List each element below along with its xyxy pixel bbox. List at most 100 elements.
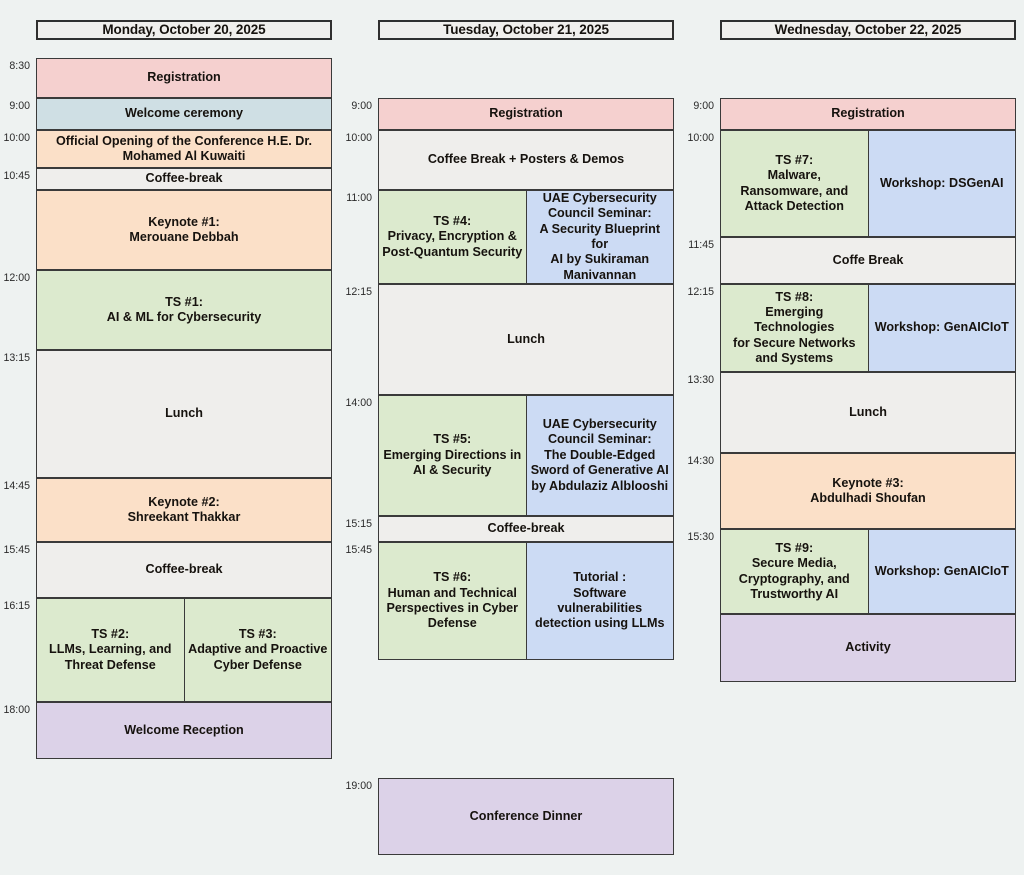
schedule-entry-label: UAE Cybersecurity Council Seminar: A Sec… [539,191,661,282]
schedule-slot[interactable]: Welcome Reception [36,702,332,759]
time-label: 15:30 [687,531,714,543]
schedule-entry-label: TS #6: Human and Technical Perspectives … [386,570,519,631]
schedule-entry[interactable]: Workshop: GenAICIoT [867,530,1015,613]
schedule-entry[interactable]: TS #8: Emerging Technologies for Secure … [721,285,868,371]
schedule-entry[interactable]: Workshop: DSGenAI [867,131,1015,236]
schedule-entry-label: Official Opening of the Conference H.E. … [55,133,313,163]
schedule-slot[interactable]: Keynote #1: Merouane Debbah [36,190,332,270]
schedule-slot[interactable]: Coffee-break [378,516,674,542]
schedule-entry[interactable]: Coffee-break [37,169,331,189]
time-label: 14:30 [687,455,714,467]
schedule-entry[interactable]: TS #6: Human and Technical Perspectives … [379,543,526,659]
schedule-entry[interactable]: Welcome ceremony [37,99,331,129]
schedule-slot[interactable]: TS #6: Human and Technical Perspectives … [378,542,674,660]
schedule-slot[interactable]: Coffee-break [36,542,332,598]
schedule-entry-label: Lunch [165,406,203,421]
day-header-monday: Monday, October 20, 2025 [36,20,332,40]
schedule-entry-label: TS #3: Adaptive and Proactive Cyber Defe… [188,626,328,672]
time-label: 12:00 [3,272,30,284]
schedule-entry-label: Coffee-break [487,521,565,536]
time-label: 15:45 [345,544,372,556]
schedule-slot[interactable]: Welcome ceremony [36,98,332,130]
schedule-slot[interactable]: Registration [720,98,1016,130]
schedule-entry[interactable]: Welcome Reception [37,703,331,758]
time-label: 14:00 [345,397,372,409]
time-label: 15:45 [3,544,30,556]
schedule-slot[interactable]: TS #5: Emerging Directions in AI & Secur… [378,395,674,516]
schedule-entry-label: TS #7: Malware, Ransomware, and Attack D… [740,152,849,213]
schedule-entry[interactable]: Lunch [37,351,331,477]
schedule-entry[interactable]: TS #3: Adaptive and Proactive Cyber Defe… [183,599,331,701]
schedule-slot[interactable]: Lunch [378,284,674,395]
time-label: 18:00 [3,704,30,716]
schedule-entry[interactable]: TS #2: LLMs, Learning, and Threat Defens… [37,599,184,701]
schedule-entry[interactable]: Keynote #1: Merouane Debbah [37,191,331,269]
schedule-slot[interactable]: Registration [378,98,674,130]
time-label: 9:00 [9,100,30,112]
schedule-entry[interactable]: Conference Dinner [379,779,673,854]
schedule-slot[interactable]: Coffe Break [720,237,1016,284]
time-label: 13:30 [687,374,714,386]
schedule-entry-label: Keynote #3: Abdulhadi Shoufan [810,475,926,505]
schedule-entry[interactable]: Registration [379,99,673,129]
schedule-entry[interactable]: Coffee-break [379,517,673,541]
schedule-entry[interactable]: UAE Cybersecurity Council Seminar: A Sec… [525,191,673,283]
schedule-slot[interactable]: Conference Dinner [378,778,674,855]
day-header-tuesday: Tuesday, October 21, 2025 [378,20,674,40]
schedule-slot[interactable]: Coffee-break [36,168,332,190]
time-label: 14:45 [3,480,30,492]
schedule-slot[interactable]: Coffee Break + Posters & Demos [378,130,674,190]
schedule-entry[interactable]: Tutorial : Software vulnerabilities dete… [525,543,673,659]
schedule-slot[interactable]: Activity [720,614,1016,682]
schedule-entry[interactable]: TS #9: Secure Media, Cryptography, and T… [721,530,868,613]
schedule-entry-label: Keynote #1: Merouane Debbah [129,214,239,244]
schedule-entry-label: Activity [845,640,891,655]
schedule-entry-label: TS #2: LLMs, Learning, and Threat Defens… [49,626,172,672]
schedule-entry-label: Coffee-break [145,171,223,186]
schedule-slot[interactable]: Lunch [720,372,1016,453]
schedule-entry[interactable]: UAE Cybersecurity Council Seminar: The D… [525,396,673,515]
schedule-entry[interactable]: Keynote #3: Abdulhadi Shoufan [721,454,1015,528]
time-label: 9:00 [693,100,714,112]
time-label: 12:15 [345,286,372,298]
schedule-slot[interactable]: TS #1: AI & ML for Cybersecurity [36,270,332,350]
schedule-entry-label: Coffee-break [145,562,223,577]
schedule-entry-label: Registration [831,106,905,121]
schedule-entry[interactable]: TS #1: AI & ML for Cybersecurity [37,271,331,349]
schedule-slot[interactable]: TS #2: LLMs, Learning, and Threat Defens… [36,598,332,702]
schedule-slot[interactable]: TS #7: Malware, Ransomware, and Attack D… [720,130,1016,237]
day-header-wednesday: Wednesday, October 22, 2025 [720,20,1016,40]
schedule-entry[interactable]: Coffee-break [37,543,331,597]
schedule-slot[interactable]: Keynote #2: Shreekant Thakkar [36,478,332,542]
schedule-slot[interactable]: Lunch [36,350,332,478]
schedule-entry-label: Coffe Break [832,252,904,267]
time-label: 13:15 [3,352,30,364]
schedule-entry-label: TS #5: Emerging Directions in AI & Secur… [383,432,522,478]
schedule-entry-label: Tutorial : Software vulnerabilities dete… [535,570,665,631]
schedule-entry[interactable]: Keynote #2: Shreekant Thakkar [37,479,331,541]
schedule-slot[interactable]: Registration [36,58,332,98]
schedule-entry[interactable]: Coffee Break + Posters & Demos [379,131,673,189]
time-label: 11:00 [346,192,372,204]
schedule-entry[interactable]: Lunch [379,285,673,394]
schedule-slot[interactable]: TS #4: Privacy, Encryption & Post-Quantu… [378,190,674,284]
schedule-entry-label: Workshop: GenAICIoT [874,563,1009,578]
schedule-entry[interactable]: Activity [721,615,1015,681]
schedule-entry-label: Registration [489,106,563,121]
schedule-entry[interactable]: TS #5: Emerging Directions in AI & Secur… [379,396,526,515]
schedule-entry[interactable]: TS #7: Malware, Ransomware, and Attack D… [721,131,868,236]
schedule-entry[interactable]: TS #4: Privacy, Encryption & Post-Quantu… [379,191,526,283]
schedule-slot[interactable]: Keynote #3: Abdulhadi Shoufan [720,453,1016,529]
schedule-entry[interactable]: Registration [721,99,1015,129]
schedule-entry-label: UAE Cybersecurity Council Seminar: The D… [530,417,669,493]
schedule-slot[interactable]: TS #9: Secure Media, Cryptography, and T… [720,529,1016,614]
schedule-entry[interactable]: Lunch [721,373,1015,452]
schedule-entry[interactable]: Workshop: GenAICIoT [867,285,1015,371]
time-label: 9:00 [351,100,372,112]
schedule-entry[interactable]: Registration [37,59,331,97]
schedule-slot[interactable]: TS #8: Emerging Technologies for Secure … [720,284,1016,372]
schedule-slot[interactable]: Official Opening of the Conference H.E. … [36,130,332,168]
schedule-entry[interactable]: Coffe Break [721,238,1015,283]
schedule-entry[interactable]: Official Opening of the Conference H.E. … [37,131,331,167]
